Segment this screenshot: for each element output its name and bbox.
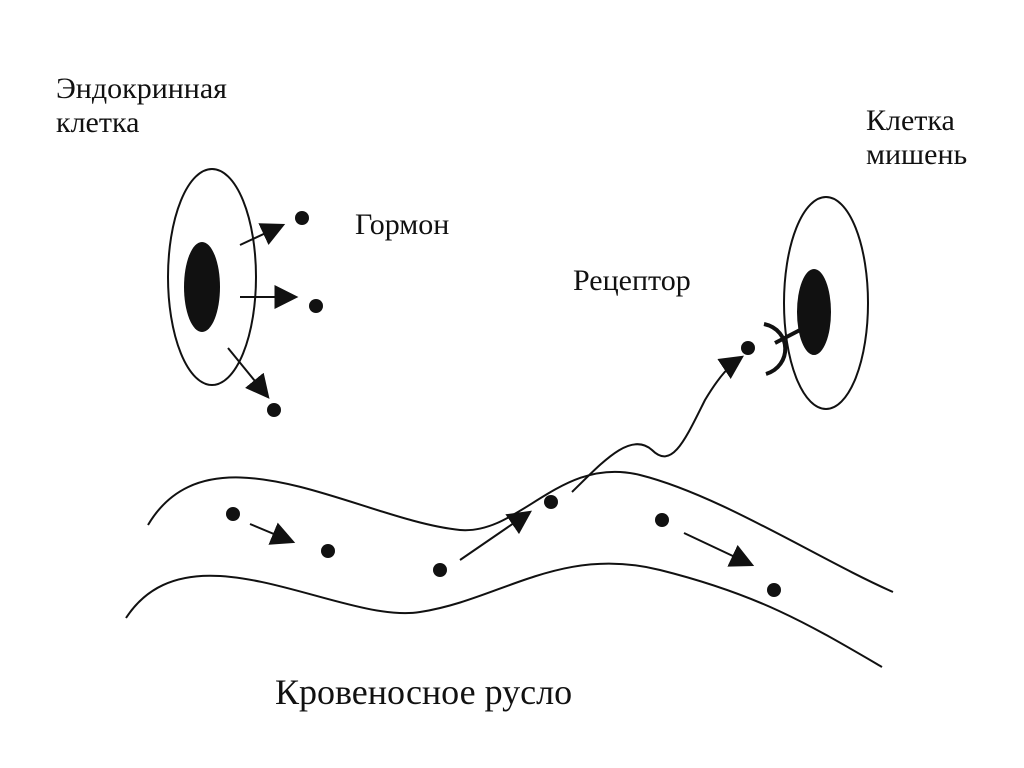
hormone-molecule bbox=[309, 299, 323, 313]
target-cell-nucleus bbox=[797, 269, 831, 355]
hormone-label: Гормон bbox=[355, 208, 450, 241]
secretion-arrow-3 bbox=[227, 347, 270, 399]
hormone-molecule bbox=[767, 583, 781, 597]
secretion-arrow-1 bbox=[239, 223, 286, 246]
target-cell-label-line-1: Клетка bbox=[866, 104, 955, 137]
flow-arrow bbox=[683, 532, 755, 567]
bloodstream-lower-wall bbox=[125, 562, 883, 668]
endocrine-cell-label-line-1: Эндокринная bbox=[56, 72, 227, 105]
hormone-molecule bbox=[267, 403, 281, 417]
bloodstream-upper-wall bbox=[147, 470, 894, 593]
endocrine-cell-nucleus bbox=[184, 242, 220, 332]
hormone-molecule bbox=[741, 341, 755, 355]
bloodstream-label: Кровеносное русло bbox=[275, 672, 573, 712]
endocrine-cell-membrane bbox=[167, 168, 257, 386]
endocrine-cell-label-line-2: клетка bbox=[56, 106, 140, 139]
hormone-molecule bbox=[295, 211, 309, 225]
flow-arrow bbox=[459, 510, 532, 561]
hormone-molecule bbox=[544, 495, 558, 509]
endocrine-cell-label: Эндокринная клетка bbox=[56, 72, 227, 140]
target-cell bbox=[763, 196, 869, 410]
hormone-molecule bbox=[226, 507, 240, 521]
target-cell-membrane bbox=[783, 196, 869, 410]
endocrine-cell bbox=[167, 168, 257, 386]
receptor-site bbox=[763, 322, 788, 376]
hormone-to-target-path bbox=[571, 355, 744, 493]
hormone-molecule bbox=[321, 544, 335, 558]
target-cell-label-line-2: мишень bbox=[866, 138, 968, 171]
target-cell-label: Клетка мишень bbox=[866, 104, 967, 172]
receptor-stalk bbox=[774, 328, 801, 345]
hormone-molecule bbox=[433, 563, 447, 577]
hormone-molecule bbox=[655, 513, 669, 527]
flow-arrow bbox=[249, 522, 296, 545]
receptor-label: Рецептор bbox=[573, 264, 691, 297]
